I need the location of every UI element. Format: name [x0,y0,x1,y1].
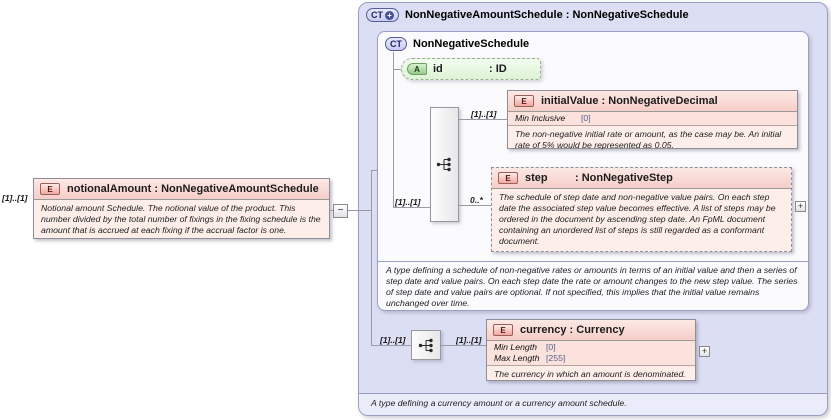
attribute-id-name: id [433,63,443,75]
connector-line [393,52,394,207]
sequence-compositor[interactable] [430,107,459,222]
base-type-description: A type defining a schedule of non-negati… [386,265,798,308]
attribute-badge-icon: A [407,63,427,75]
attribute-id-type: : ID [489,63,507,75]
connector-line [371,170,378,171]
container-footer: A type defining a currency amount or a c… [359,393,827,415]
facet-value: [0] [546,342,556,352]
attribute-id[interactable]: A id : ID [401,58,541,80]
currency-name: currency [520,324,567,336]
element-badge-icon: E [514,95,534,107]
facet-value: [0] [581,113,591,123]
step-type: : NonNegativeStep [575,172,673,184]
connector-line [393,69,402,70]
step-element[interactable]: E step : NonNegativeStep The schedule of … [491,167,792,252]
step-title: step : NonNegativeStep [525,172,673,184]
element-badge-icon: E [493,324,513,336]
connector-line [459,205,491,206]
nonnegative-schedule-box[interactable]: CT NonNegativeSchedule [1]..[1] A id : ID [377,31,809,311]
initial-value-title: initialValue : NonNegativeDecimal [541,95,718,107]
nonnegative-amount-schedule-container[interactable]: CT + NonNegativeAmountSchedule : NonNega… [358,2,828,416]
notional-amount-cardinality: [1]..[1] [2,193,28,203]
complex-type-plus-badge-icon: CT + [366,8,399,22]
notional-amount-title: notionalAmount : NonNegativeAmountSchedu… [67,183,319,195]
connector-line [393,207,430,208]
currency-header[interactable]: E currency : Currency [487,320,695,341]
step-name: step [525,172,548,184]
facet-name: Min Length [494,342,537,352]
initial-value-facets: Min Inclusive [0] [508,112,797,126]
step-header[interactable]: E step : NonNegativeStep [492,168,791,189]
currency-title: currency : Currency [520,324,625,336]
notional-amount-description: Notional amount Schedule. The notional v… [41,203,321,235]
initial-value-cardinality: [1]..[1] [471,109,497,119]
element-badge-icon: E [498,172,518,184]
notional-amount-element[interactable]: E notionalAmount : NonNegativeAmountSche… [33,178,330,239]
sequence-icon [436,157,451,172]
extension-plus-icon: + [385,10,394,20]
currency-facets: Min Length [0] Max Length [255] [487,341,695,366]
connector-line [371,345,411,346]
initial-value-header[interactable]: E initialValue : NonNegativeDecimal [508,91,797,112]
connector-line [371,170,372,346]
container-title-bar: CT + NonNegativeAmountSchedule : NonNega… [366,8,689,22]
connector-line [459,119,507,120]
currency-type: : Currency [569,324,625,336]
notional-amount-header[interactable]: E notionalAmount : NonNegativeAmountSche… [34,179,329,200]
currency-cardinality: [1]..[1] [456,335,482,345]
connector-line [441,345,486,346]
facet-name: Min Inclusive [515,113,566,123]
container-title: NonNegativeAmountSchedule : NonNegativeS… [405,9,689,21]
facet-value: [255] [546,352,566,363]
facet-name: Max Length [494,352,540,363]
initial-value-description: The non-negative initial rate or amount,… [515,128,782,150]
step-expand-button[interactable]: + [795,201,806,212]
container-description: A type defining a currency amount or a c… [371,398,627,408]
initial-value-type: : NonNegativeDecimal [601,95,718,107]
ct-badge-label: CT [371,10,383,20]
initial-value-name: initialValue [541,95,599,107]
attribute-id-title: id : ID [433,63,507,75]
step-cardinality: 0..* [470,195,483,205]
currency-expand-button[interactable]: + [699,346,710,357]
sequence-icon [418,338,433,352]
base-type-title: NonNegativeSchedule [413,38,530,50]
complex-type-badge-icon: CT [385,37,407,51]
base-type-footer: A type defining a schedule of non-negati… [378,261,808,310]
base-type-title-bar: CT NonNegativeSchedule [385,37,529,51]
element-badge-icon: E [40,183,60,195]
connector-line [330,210,371,211]
initial-value-element[interactable]: E initialValue : NonNegativeDecimal Min … [507,90,798,150]
currency-element[interactable]: E currency : Currency Min Length [0] Max… [486,319,696,381]
currency-description: The currency in which an amount is denom… [494,368,686,379]
base-sequence-cardinality: [1]..[1] [395,197,421,207]
step-description: The schedule of step date and non-negati… [499,192,776,246]
extension-sequence-cardinality: [1]..[1] [380,335,406,345]
collapse-button[interactable]: − [333,204,348,218]
extension-sequence-compositor[interactable] [411,330,441,360]
